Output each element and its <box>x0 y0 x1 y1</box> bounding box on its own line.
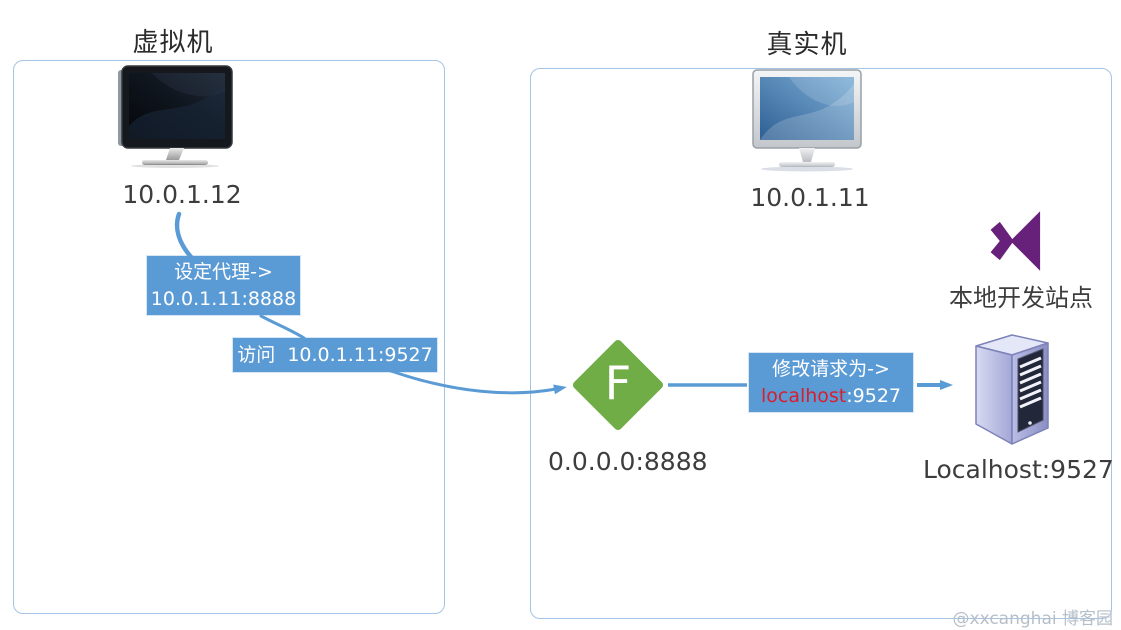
virtual-machine-ip: 10.0.1.12 <box>122 180 242 209</box>
fiddler-address: 0.0.0.0:8888 <box>548 447 708 476</box>
virtual-machine-title: 虚拟机 <box>132 28 214 58</box>
rewrite-request-note: 修改请求为-> localhost:9527 <box>749 353 913 412</box>
real-machine-ip: 10.0.1.11 <box>750 183 870 212</box>
visit-note: 访问 10.0.1.11:9527 <box>233 338 437 372</box>
virtual-machine-panel <box>13 60 445 614</box>
rewrite-request-port: :9527 <box>846 384 902 407</box>
blue-monitor-icon <box>752 69 862 172</box>
server-tower-icon <box>975 334 1049 445</box>
fiddler-letter: F <box>604 356 632 410</box>
dev-site-label: 本地开发站点 <box>949 284 1093 312</box>
set-proxy-note-line2: 10.0.1.11:8888 <box>150 287 297 310</box>
set-proxy-note-line1: 设定代理-> <box>174 260 273 283</box>
dark-monitor-icon <box>118 65 233 168</box>
rewrite-request-host: localhost <box>760 384 847 407</box>
rewrite-request-line2: localhost:9527 <box>749 383 913 410</box>
fiddler-icon: F <box>570 337 666 433</box>
rewrite-request-line1: 修改请求为-> <box>772 357 890 380</box>
server-address-label: Localhost:9527 <box>923 455 1114 484</box>
visit-note-text: 访问 10.0.1.11:9527 <box>237 343 433 366</box>
watermark: @xxcanghai 博客园 <box>952 609 1113 629</box>
set-proxy-note: 设定代理-> 10.0.1.11:8888 <box>147 256 300 315</box>
real-machine-title: 真实机 <box>766 30 848 60</box>
visual-studio-icon <box>990 211 1041 271</box>
